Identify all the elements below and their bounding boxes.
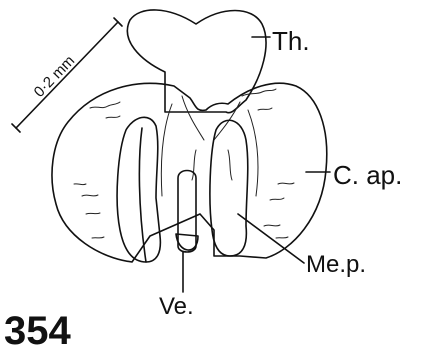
me-p-left-plate [117, 117, 160, 262]
label-me-p: Me.p. [306, 251, 366, 278]
label-ve: Ve. [159, 293, 194, 320]
me-p-right-plate [210, 120, 248, 256]
scale-bar: 0·2 mm [12, 18, 122, 132]
ve-structure [176, 171, 198, 253]
figure-number: 354 [4, 309, 71, 351]
label-th: Th. [272, 26, 310, 56]
th-structure [127, 10, 266, 113]
label-c-ap: C. ap. [333, 160, 402, 190]
scale-bar-label: 0·2 mm [31, 52, 79, 100]
